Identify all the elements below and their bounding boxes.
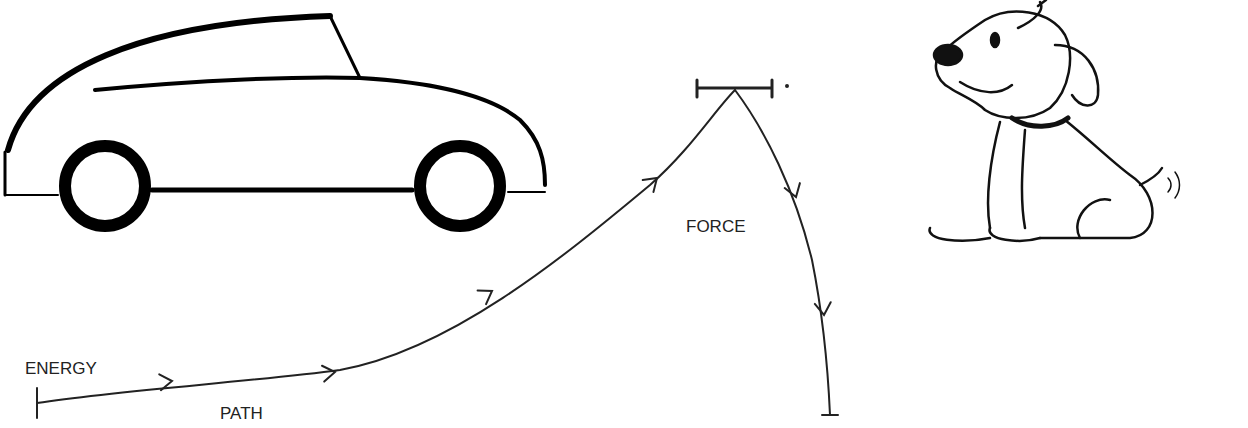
car-sill <box>152 188 412 193</box>
dog-collar <box>1012 118 1068 126</box>
dog-sketch <box>930 0 1180 241</box>
start-tick <box>36 388 38 418</box>
car-windshield <box>330 16 360 78</box>
path-arrow <box>815 302 832 316</box>
dog-mouth <box>960 82 1012 92</box>
dog-paws <box>930 199 1110 240</box>
path-curve <box>37 80 838 418</box>
dot <box>786 85 788 87</box>
label: ENERGY <box>25 360 97 377</box>
car-bumper <box>5 194 58 196</box>
path-arrow <box>785 183 804 199</box>
car-wheel <box>420 146 500 226</box>
path-rise <box>37 90 735 403</box>
path-fall <box>735 90 830 415</box>
car-wheel <box>65 146 145 226</box>
car-sketch <box>5 16 545 226</box>
label: FORCE <box>686 218 746 235</box>
dog-body <box>988 120 1152 238</box>
dog-tail <box>1140 168 1162 185</box>
path-arrow <box>478 284 497 304</box>
dog-eye <box>991 33 999 47</box>
label: PATH <box>220 405 263 422</box>
top-bracket <box>697 80 772 97</box>
path-arrow <box>322 364 336 382</box>
car-rear <box>4 152 7 195</box>
car-beltline <box>95 78 545 186</box>
chevron-group <box>159 172 832 390</box>
dog-nose <box>934 45 962 65</box>
car-bumper <box>508 191 545 193</box>
end-tick <box>822 414 838 416</box>
dog-ear <box>1055 45 1098 106</box>
path-arrow <box>643 172 663 192</box>
motion-lines <box>1168 172 1180 198</box>
dog-head <box>936 12 1070 118</box>
path-arrow <box>159 373 173 390</box>
dog-tuft <box>1018 0 1046 28</box>
